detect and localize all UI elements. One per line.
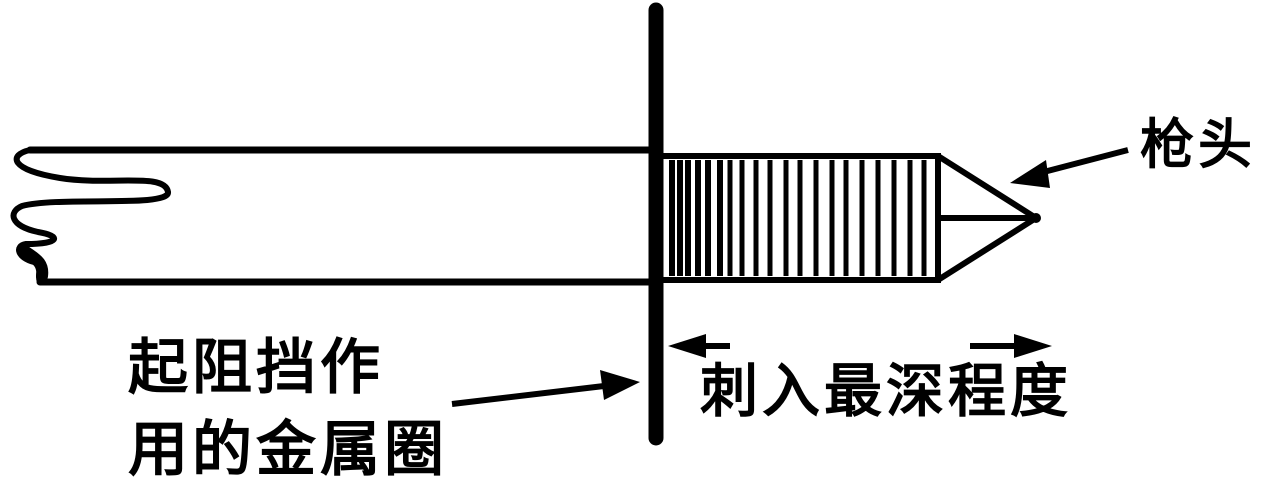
max-penetration-label: 刺入最深程度: [700, 357, 1073, 425]
arrow-left-icon: [1010, 147, 1129, 188]
stop-ring-label-line2: 用的金属圈: [128, 415, 448, 485]
arrow-right-icon: [451, 370, 640, 407]
spear-shaft: [10, 146, 659, 286]
spear-tip-cone: [936, 153, 1039, 283]
spear-tip-label: 枪头: [1140, 113, 1256, 176]
stop-ring-label-line1: 起阻挡作: [128, 333, 384, 403]
spear-head: [657, 153, 1041, 283]
spear-head-hatching: [669, 160, 927, 276]
double-arrow-icon: [668, 334, 1052, 358]
